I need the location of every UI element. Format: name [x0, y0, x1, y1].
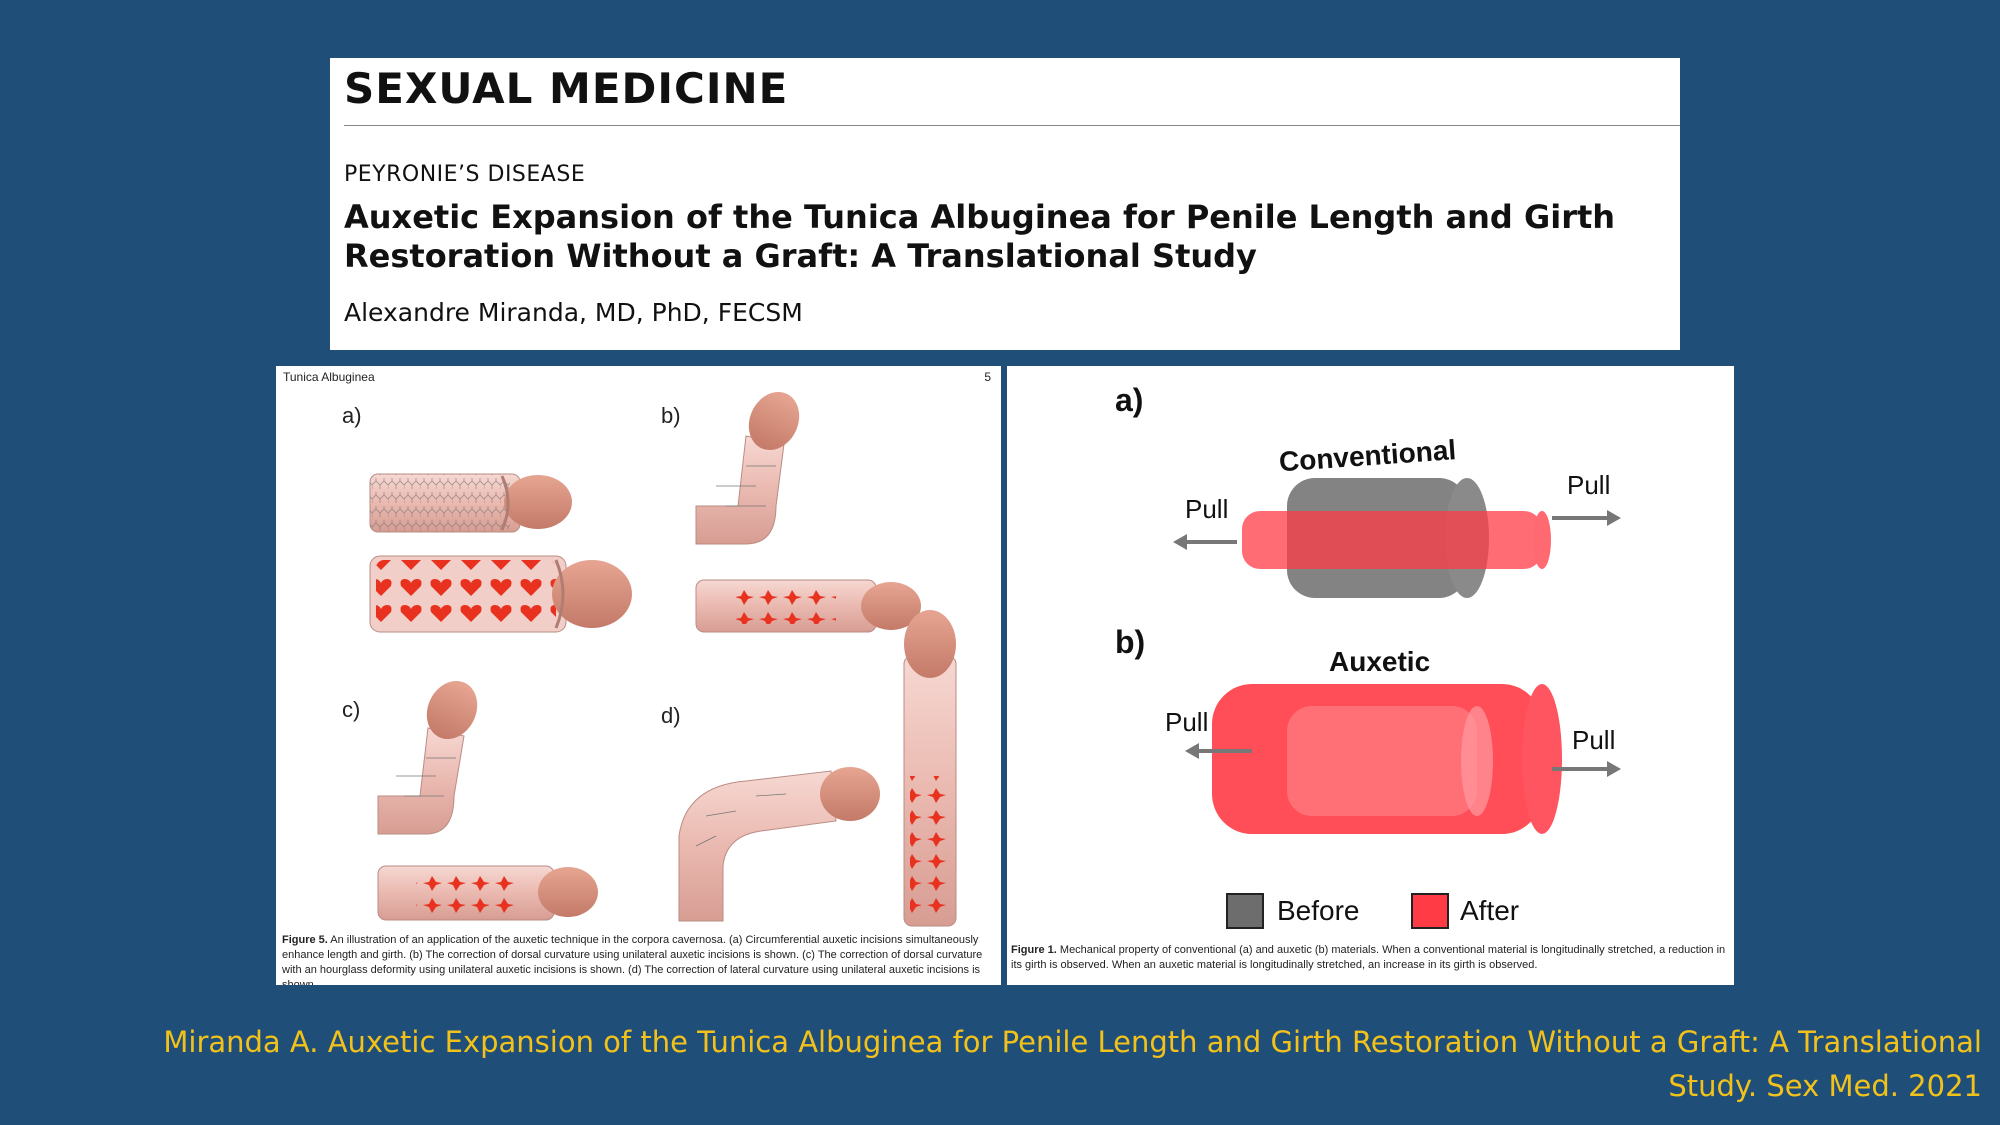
panel-b-label: b) [1115, 624, 1145, 660]
legend-before-swatch [1226, 893, 1264, 929]
journal-name: SEXUAL MEDICINE [344, 64, 789, 113]
conventional-label: Conventional [1278, 434, 1457, 477]
article-title: Auxetic Expansion of the Tunica Albugine… [344, 198, 1616, 275]
figure-5-illustration: a) b) c) d) [342, 391, 957, 927]
citation-line-1: Miranda A. Auxetic Expansion of the Tuni… [163, 1025, 1982, 1059]
illustration-d-after [903, 610, 957, 927]
illustration-d-before [678, 767, 880, 922]
figure-1-illustration: a) Conventional Pull Pull b) Auxetic P [1115, 382, 1621, 929]
panel-a-label: a) [1115, 382, 1143, 418]
page-number: 5 [984, 370, 991, 384]
legend-after-swatch [1411, 893, 1449, 929]
illustration-c-after [377, 865, 598, 921]
panel-label-b: b) [661, 403, 681, 428]
pull-label-right-b: Pull [1572, 725, 1615, 755]
illustration-b-after [695, 579, 921, 633]
article-header-card: SEXUAL MEDICINE PEYRONIE’S DISEASE Auxet… [330, 58, 1680, 350]
legend: Before After [1226, 893, 1519, 929]
pull-label-left-a: Pull [1185, 494, 1228, 524]
panel-label-a: a) [342, 403, 362, 428]
figure-1-caption-text: Mechanical property of conventional (a) … [1011, 944, 1726, 971]
figure-1-caption-label: Figure 1. [1011, 944, 1057, 956]
illustration-a-before [369, 473, 572, 533]
section-label: PEYRONIE’S DISEASE [344, 162, 586, 187]
running-head: Tunica Albuginea [283, 370, 375, 384]
pull-label-left-b: Pull [1165, 707, 1208, 737]
auxetic-label: Auxetic [1329, 646, 1430, 677]
article-author: Alexandre Miranda, MD, PhD, FECSM [344, 298, 803, 327]
before-cylinder-auxetic [1287, 706, 1477, 816]
figure-5-caption: Figure 5. An illustration of an applicat… [282, 933, 994, 985]
figure-5-caption-label: Figure 5. [282, 934, 328, 946]
citation: Miranda A. Auxetic Expansion of the Tuni… [42, 1020, 1982, 1108]
figure-5-panel: Tunica Albuginea 5 a) b) [276, 366, 1001, 985]
legend-before-label: Before [1277, 895, 1360, 926]
figure-5-caption-text: An illustration of an application of the… [282, 934, 983, 985]
panel-label-c: c) [342, 697, 360, 722]
conventional-diagram [1173, 478, 1621, 598]
figure-1-caption: Figure 1. Mechanical property of convent… [1011, 943, 1726, 973]
after-cylinder-conventional [1242, 511, 1542, 569]
figure-1-panel: a) Conventional Pull Pull b) Auxetic P [1007, 366, 1734, 985]
illustration-c-before [377, 680, 478, 835]
illustration-b-before [695, 391, 800, 545]
legend-after-label: After [1460, 895, 1519, 926]
header-divider [344, 125, 1680, 126]
illustration-a-after [369, 555, 632, 633]
pull-label-right-a: Pull [1567, 470, 1610, 500]
auxetic-diagram [1185, 684, 1621, 834]
citation-line-2: Study. Sex Med. 2021 [1668, 1069, 1982, 1103]
panel-label-d: d) [661, 703, 681, 728]
